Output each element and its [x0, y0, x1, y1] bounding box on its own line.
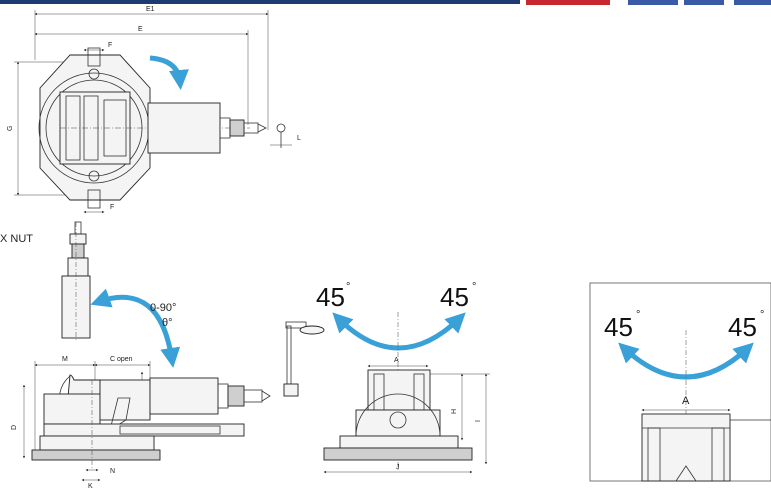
label-d: D	[11, 425, 18, 430]
label-e: E	[138, 26, 143, 33]
detail-degree-right: °	[760, 309, 764, 321]
detail-angle-right: 45	[728, 312, 757, 342]
detail-angle-left: 45	[604, 312, 633, 342]
front-angle-right: 45	[440, 282, 469, 312]
detail-swivel-arrow-icon	[618, 342, 754, 380]
tilt-arrow-icon	[90, 288, 181, 368]
label-c-open: C open	[110, 356, 133, 363]
front-degree-right: °	[472, 281, 476, 293]
nut-label: X NUT	[0, 233, 33, 245]
tilt-angle-symbol: θ°	[162, 317, 173, 329]
label-e1: E1	[146, 6, 155, 13]
rotation-arrow-icon	[149, 55, 189, 90]
label-h: H	[451, 409, 458, 414]
detail-view: 45 ° 45 ° A	[589, 282, 771, 482]
swivel-arrow-icon	[332, 312, 466, 351]
label-l: L	[297, 135, 301, 142]
detail-label-a: A	[682, 395, 690, 407]
label-j: J	[396, 464, 400, 471]
label-f-bottom: F	[110, 204, 114, 211]
label-i: I	[475, 420, 482, 422]
label-m: M	[62, 356, 68, 363]
side-view: M C open B D N K	[11, 321, 325, 490]
header-strip	[0, 0, 771, 5]
tilt-view: 0-90° θ°	[61, 221, 181, 368]
front-angle-left: 45	[316, 282, 345, 312]
label-a: A	[394, 357, 399, 364]
label-n: N	[110, 468, 115, 475]
label-g: G	[7, 126, 14, 131]
front-degree-left: °	[346, 281, 350, 293]
front-view: 45 ° 45 ° A H I J	[316, 281, 490, 474]
tilt-angle-range: 0-90°	[150, 302, 176, 314]
top-view: E1 E F G L	[7, 6, 301, 214]
label-k: K	[88, 483, 93, 490]
detail-degree-left: °	[636, 309, 640, 321]
label-f-top: F	[108, 42, 112, 49]
